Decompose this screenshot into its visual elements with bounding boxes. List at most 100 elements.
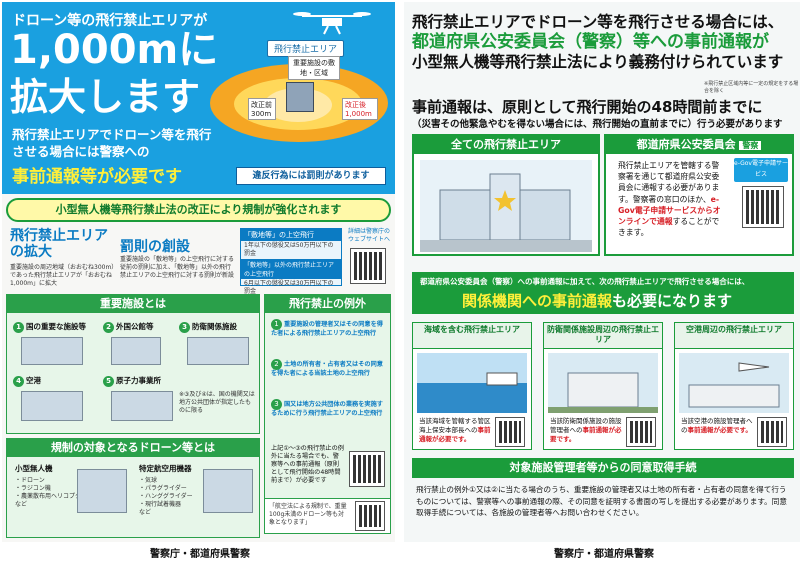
qr-code-icon[interactable] [355,501,385,531]
right-title-line3: 小型無人機等飛行禁止法により義務付けられています [412,53,784,71]
cat2-title: 特定航空用機器 [139,464,192,473]
change1-title: 飛行禁止エリアの拡大 [10,228,108,260]
penalty-card: 「敷地等」の上空飛行 1年以下の懲役又は50万円以下の罰金 「敷地等」以外の飛行… [240,228,342,295]
qr-code-icon[interactable] [742,186,784,228]
new-radius-label: 改正後 1,000m [342,98,378,120]
exceptions-title: 飛行禁止の例外 [265,295,390,313]
change1-text: 重要施設の周辺地域（おおむね300m）であった飛行禁止エリアが「おおむね1,00… [10,264,115,287]
facilities-title: 重要施設とは [7,295,259,313]
defense-panel-caption: 当該防衛関係施設の施設管理者への事前通報が必要です。 [550,417,622,443]
penalty-line3: 「敷地等」以外の飛行禁止エリアの上空飛行 [241,259,341,279]
cat1-item-4: など [15,501,28,508]
qr1-caption: 詳細は警察庁のウェブサイトへ [348,228,391,243]
left-page: ドローン等の飛行禁止エリアが 1,000mに 拡大します 飛行禁止エリアでドロー… [2,2,395,542]
tiny-note: ※飛行禁止区域内等に一定の規定をする場合を除く [704,81,799,94]
sea-panel: 海域を含む飛行禁止エリア 当該海域を管轄する管区海上保安本部長への事前通報が必要… [412,322,532,450]
consent-text: 飛行禁止の例外①又は②に当たる場合のうち、重要施設の管理者又は土地の所有者・占有… [416,485,787,517]
facilities-note: ※③及び④は、国の機関又は地方公共団体が指定したものに限る [179,391,255,414]
defense-facility-icon [187,337,249,365]
hero-emph: 事前通報等が必要です [12,167,182,187]
all-zones-box: 全ての飛行禁止エリア [412,134,600,256]
old-radius-label: 改正前 300m [248,98,276,120]
nuclear-plant-icon [111,391,173,421]
qr-code-icon[interactable] [495,417,525,447]
right-head: 事前通報は、原則として飛行開始の48時間前までに [412,98,763,116]
band-line2: 関係機関への事前通報も必要になります [462,292,733,310]
facility-label: 重要施設の敷地・区域 [288,56,340,80]
cat2-item-3: ・ハンググライダー [139,493,193,500]
drone-icon [293,12,371,35]
band-line1: 都道府県公安委員会（警察）への事前通報に加えて、次の飛行禁止エリアで飛行させる場… [420,277,750,286]
penalty-line1: 「敷地等」の上空飛行 [241,229,341,241]
police-badge: 警察 [739,141,762,150]
exception-1: 重要施設の管理者又はその同意を得た者による飛行禁止エリアの上空飛行 [271,321,383,337]
hero-line1: ドローン等の飛行禁止エリアが [12,13,208,29]
qr-code-icon[interactable] [757,417,787,447]
facility-5: 原子力事業所 [116,376,161,385]
right-title-line1: 飛行禁止エリアでドローン等を飛行させる場合には、 [412,13,784,31]
hero-desc: 飛行禁止エリアでドローン等を飛行させる場合には警察への [12,127,212,159]
change2-title: 罰則の創設 [120,239,190,255]
right-footer: 警察庁・都道府県警察 [554,549,654,560]
cat2-item-5: など [139,509,152,516]
sea-panel-title: 海域を含む飛行禁止エリア [413,323,531,349]
facility-1: 国の重要な施設等 [26,322,86,331]
drones-title: 規制の対象となるドローン等とは [7,439,259,457]
facility-2: 外国公館等 [116,322,154,331]
commission-text: 飛行禁止エリアを管轄する警察署を通じて都道府県公安委員会に通報する必要があります… [618,161,721,238]
drones-section: 規制の対象となるドローン等とは 小型無人機 ・ドローン ・ラジコン機 ・農薬散布… [6,438,260,538]
facility-3: 防衛関係施設 [192,322,237,331]
egov-link-text: e-Gov電子申請サービスからオンラインで通報 [618,194,721,227]
cat1-item-1: ・ドローン [15,477,45,484]
defense-panel-title: 防衛関係施設周辺の飛行禁止エリア [544,323,662,349]
cat1-item-2: ・ラジコン機 [15,485,51,492]
penalty-line4: 6月以下の懲役又は30万円以下の罰金 [244,280,334,295]
related-agency-band: 都道府県公安委員会（警察）への事前通報に加えて、次の飛行禁止エリアで飛行させる場… [412,272,794,314]
drone-types-icon [77,469,127,513]
cat2-item-1: ・気球 [139,477,158,484]
change2-text: 重要施設の「敷地等」の上空飛行に対する従前の罰則に加え、「敷地等」以外の飛行禁止… [120,256,235,279]
seascape-icon [417,353,527,413]
right-title: 飛行禁止エリアでドローン等を飛行させる場合には、 都道府県公安委員会（警察）等へ… [412,12,796,72]
diet-building-icon [21,337,83,365]
facility-4: 空港 [26,376,41,385]
right-sub: （災害その他緊急やむを得ない場合には、飛行開始の直前までに）行う必要があります [412,119,783,130]
hero-big2: 拡大します [10,75,201,119]
hero-big1: 1,000mに [10,27,219,73]
cat2-item-2: ・パラグライダー [139,485,187,492]
defense-panel: 防衛関係施設周辺の飛行禁止エリア 当該防衛関係施設の施設管理者への事前通報が必要… [543,322,663,450]
airport-icon [679,353,789,413]
cat1-title: 小型無人機 [15,464,53,473]
exceptions-footnote: 上記①〜③の飛行禁止の例外に当たる場合でも、警察等への事前通報（原則として飛行開… [271,445,344,484]
airport-icon [21,391,83,421]
embassy-icon [111,337,161,365]
qr-code-icon[interactable] [626,417,656,447]
right-title-line2: 都道府県公安委員会（警察）等への事前通報が [412,32,769,52]
qr-code-icon[interactable] [349,451,385,487]
consent-title: 対象施設管理者等からの同意取得手続 [412,458,794,478]
left-footer: 警察庁・都道府県警察 [150,549,250,560]
zone-tag: 飛行禁止エリア [267,40,345,57]
balloon-glider-icon [203,469,253,513]
government-building-icon [420,160,592,252]
qr-code-icon[interactable] [350,248,386,284]
commission-box: 都道府県公安委員会 警察 飛行禁止エリアを管轄する警察署を通じて都道府県公安委員… [604,134,794,256]
exception-3: 国又は地方公共団体の業務を実施するために行う飛行禁止エリアの上空飛行 [271,401,383,417]
defense-base-icon [548,353,658,413]
airport-panel: 空港周辺の飛行禁止エリア 当該空港の施設管理者への事前通報が必要です。 [674,322,794,450]
penalty-note: 違反行為には罰則があります [236,167,386,185]
right-page: 飛行禁止エリアでドローン等を飛行させる場合には、 都道府県公安委員会（警察）等へ… [404,2,800,542]
exception-2: 土地の所有者・占有者又はその同意を得た者による当該土地の上空飛行 [271,361,383,377]
airport-panel-title: 空港周辺の飛行禁止エリア [675,323,793,349]
cat1-item-3: ・農薬散布用ヘリコプター [15,493,88,500]
egov-label[interactable]: e-Gov電子申請サービス [734,158,788,182]
cat2-item-4: ・現行試着機器 [139,501,182,508]
all-zones-title: 全ての飛行禁止エリア [414,136,598,154]
law-banner: 小型無人機等飛行禁止法の改正により規制が強化されます [6,198,391,222]
airport-panel-caption: 当該空港の施設管理者への事前通報が必要です。 [681,417,753,434]
commission-title: 都道府県公安委員会 警察 [606,136,792,154]
weight-note-box: 「航空法による規制で、重量100g未満のドローン等も対象となります」 [264,498,391,534]
sea-panel-caption: 当該海域を管轄する管区海上保安本部長への事前通報が必要です。 [419,417,491,443]
